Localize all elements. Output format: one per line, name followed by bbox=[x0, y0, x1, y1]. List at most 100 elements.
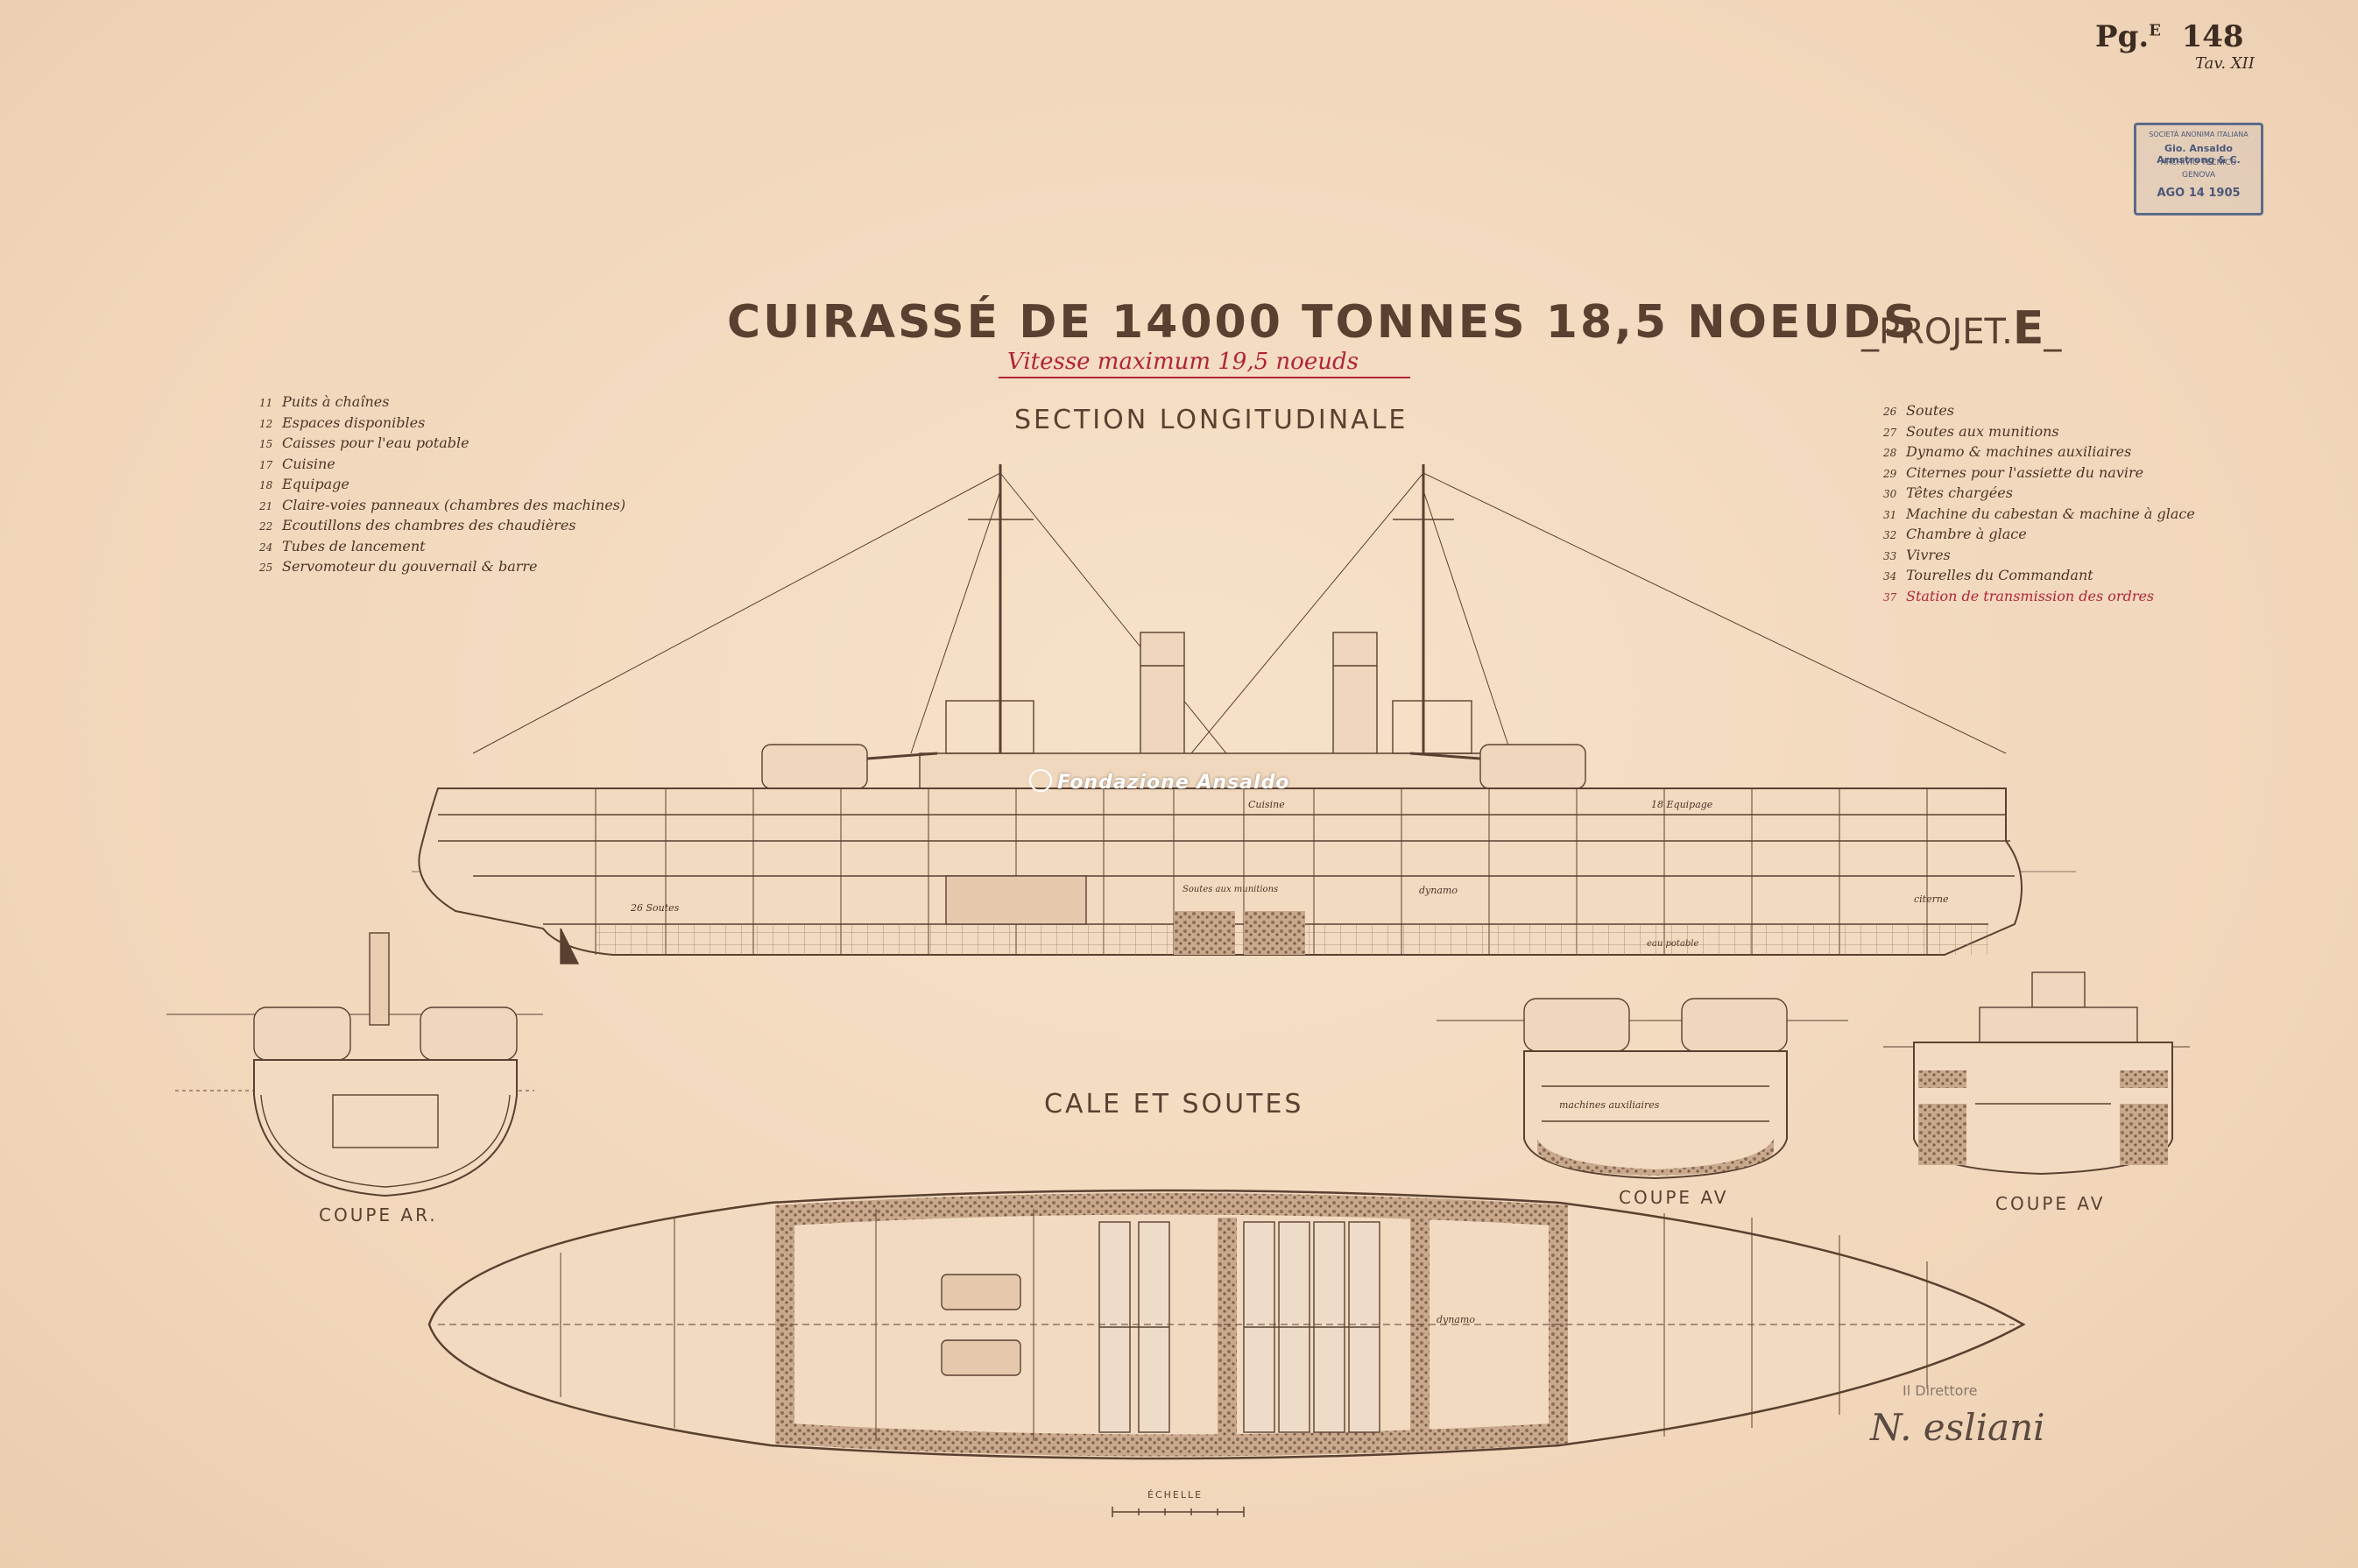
coupe-av-caption-1: COUPE AV bbox=[1619, 1187, 1729, 1208]
legend-text: Claire-voies panneaux (chambres des mach… bbox=[282, 496, 626, 513]
watermark-logo: Fondazione Ansaldo bbox=[1029, 769, 1289, 794]
legend-item: 34 Tourelles du Commandant bbox=[1883, 566, 2195, 587]
project-suffix: _ bbox=[2044, 312, 2062, 352]
legend-text: Ecoutillons des chambres des chaudières bbox=[282, 517, 576, 533]
label-equipage: 18 Equipage bbox=[1651, 799, 1713, 810]
director-signature: N. esliani bbox=[1870, 1406, 2045, 1449]
label-dynamo-plan: dynamo bbox=[1437, 1314, 1475, 1325]
legend-number: 34 bbox=[1883, 570, 1897, 583]
legend-text: Tubes de lancement bbox=[282, 537, 426, 554]
label-machines-auxiliaires: machines auxiliaires bbox=[1559, 1099, 1660, 1111]
label-dynamo: dynamo bbox=[1419, 885, 1458, 896]
legend-text: Dynamo & machines auxiliaires bbox=[1906, 443, 2132, 460]
legend-item: 27 Soutes aux munitions bbox=[1883, 422, 2195, 443]
label-citerne: citerne bbox=[1914, 893, 1949, 905]
label-soutes: 26 Soutes bbox=[631, 902, 680, 914]
project-label: _PROJET.E_ bbox=[1861, 302, 2061, 355]
coupe-av-caption-2: COUPE AV bbox=[1995, 1193, 2106, 1214]
legend-text: Espaces disponibles bbox=[282, 413, 426, 431]
section-longitudinale-title: SECTION LONGITUDINALE bbox=[1014, 405, 1408, 435]
section-aft bbox=[166, 932, 543, 1197]
legend-number: 21 bbox=[259, 499, 273, 512]
legend-left: 11 Puits à chaînes 12 Espaces disponibles 15… bbox=[259, 392, 625, 578]
legend-text: Tourelles du Commandant bbox=[1906, 567, 2093, 583]
stamp-line-4: GENOVA bbox=[2181, 171, 2216, 180]
legend-text: Chambre à glace bbox=[1906, 526, 2027, 542]
legend-item: 12 Espaces disponibles bbox=[259, 413, 625, 434]
legend-item: 25 Servomoteur du gouvernail & barre bbox=[259, 557, 625, 578]
legend-number: 18 bbox=[259, 479, 273, 491]
legend-text: Cuisine bbox=[282, 455, 335, 472]
legend-item: 18 Equipage bbox=[259, 475, 625, 496]
archive-stamp: SOCIETÀ ANONIMA ITALIANA Gio. Ansaldo Ar… bbox=[2134, 123, 2263, 215]
legend-number: 15 bbox=[259, 438, 273, 450]
director-title: Il Direttore bbox=[1903, 1382, 1978, 1399]
legend-number: 11 bbox=[259, 397, 273, 409]
legend-number: 32 bbox=[1883, 529, 1897, 541]
legend-text: Puits à chaînes bbox=[282, 393, 390, 410]
hold-plan bbox=[427, 1189, 2026, 1460]
pg-label: Pg. bbox=[2095, 19, 2150, 54]
legend-number: 12 bbox=[259, 417, 273, 430]
project-prefix: _PROJET. bbox=[1861, 312, 2013, 352]
stamp-date: AGO 14 1905 bbox=[2157, 187, 2241, 200]
legend-item: 30 Têtes chargées bbox=[1883, 484, 2195, 505]
legend-item: 37 Station de transmission des ordres bbox=[1883, 587, 2195, 608]
legend-text: Machine du cabestan & machine à glace bbox=[1906, 505, 2195, 522]
legend-text: Têtes chargées bbox=[1906, 484, 2013, 501]
legend-item: 17 Cuisine bbox=[259, 455, 625, 476]
pg-superscript: E bbox=[2149, 21, 2161, 40]
legend-text: Citernes pour l'assiette du navire bbox=[1906, 463, 2144, 481]
legend-text: Caisses pour l'eau potable bbox=[282, 434, 469, 451]
watermark-text: Fondazione Ansaldo bbox=[1057, 772, 1290, 794]
legend-number: 28 bbox=[1883, 447, 1897, 459]
longitudinal-section bbox=[412, 464, 2076, 964]
legend-number: 33 bbox=[1883, 549, 1897, 562]
watermark-icon bbox=[1029, 769, 1052, 792]
legend-text: Equipage bbox=[282, 476, 349, 492]
legend-item: 29 Citernes pour l'assiette du navire bbox=[1883, 463, 2195, 484]
legend-item: 15 Caisses pour l'eau potable bbox=[259, 434, 625, 455]
legend-number: 30 bbox=[1883, 488, 1897, 500]
section-forward-2 bbox=[1883, 971, 2190, 1176]
label-cuisine: Cuisine bbox=[1248, 799, 1285, 810]
drawing-title: CUIRASSÉ DE 14000 TONNES 18,5 NOEUDS bbox=[727, 296, 1919, 349]
coupe-ar-caption: COUPE AR. bbox=[319, 1204, 438, 1225]
legend-text: Servomoteur du gouvernail & barre bbox=[282, 558, 538, 575]
legend-number: 29 bbox=[1883, 467, 1897, 480]
stamp-line-3: ARCHIVIO TECNICO bbox=[2160, 159, 2237, 167]
legend-item: 32 Chambre à glace bbox=[1883, 525, 2195, 546]
scale-bar bbox=[1112, 1507, 1245, 1517]
legend-item: 11 Puits à chaînes bbox=[259, 392, 625, 413]
legend-item: 31 Machine du cabestan & machine à glace bbox=[1883, 505, 2195, 526]
label-soutes-munitions: Soutes aux munitions bbox=[1183, 885, 1279, 894]
legend-text: Vivres bbox=[1906, 546, 1951, 563]
project-letter: E bbox=[2012, 302, 2044, 355]
legend-number: 25 bbox=[259, 562, 273, 574]
sheet-reference: Pg.E 148 bbox=[2095, 19, 2244, 54]
legend-number: 22 bbox=[259, 520, 273, 533]
stamp-line-2: Gio. Ansaldo Armstrong & C. bbox=[2157, 143, 2241, 166]
legend-item: 33 Vivres bbox=[1883, 546, 2195, 567]
legend-text: Station de transmission des ordres bbox=[1906, 587, 2155, 604]
legend-number: 31 bbox=[1883, 508, 1897, 521]
legend-text: Soutes bbox=[1906, 402, 1955, 419]
scale-label: ÉCHELLE bbox=[1147, 1489, 1204, 1501]
section-forward-1 bbox=[1437, 998, 1848, 1180]
table-number: Tav. XII bbox=[2195, 54, 2255, 73]
cale-et-soutes-title: CALE ET SOUTES bbox=[1044, 1089, 1304, 1119]
legend-item: 22 Ecoutillons des chambres des chaudière… bbox=[259, 516, 625, 537]
max-speed-note: Vitesse maximum 19,5 noeuds bbox=[1007, 349, 1359, 375]
legend-number: 37 bbox=[1883, 590, 1897, 604]
legend-item: 28 Dynamo & machines auxiliaires bbox=[1883, 442, 2195, 463]
legend-number: 17 bbox=[259, 458, 273, 471]
legend-number: 27 bbox=[1883, 426, 1897, 439]
label-eau-potable: eau potable bbox=[1647, 939, 1699, 949]
legend-text: Soutes aux munitions bbox=[1906, 422, 2059, 440]
legend-item: 21 Claire-voies panneaux (chambres des ma… bbox=[259, 496, 625, 517]
stamp-line-1: SOCIETÀ ANONIMA ITALIANA bbox=[2149, 131, 2249, 138]
